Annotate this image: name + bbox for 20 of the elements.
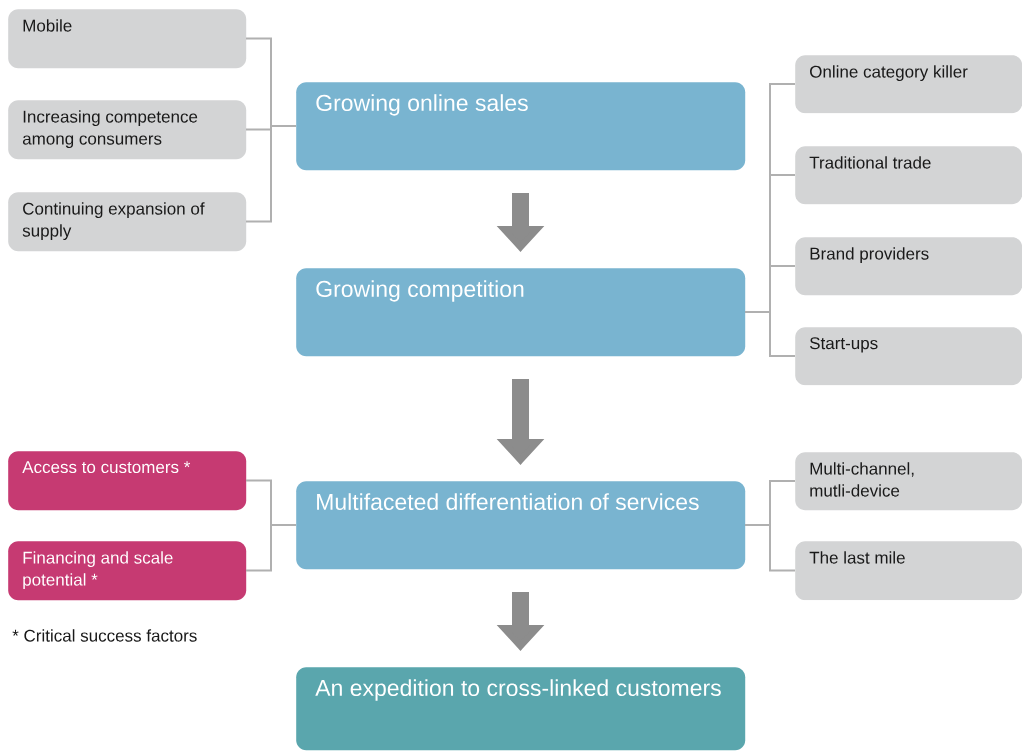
info-box: Increasing competence among consumers bbox=[8, 100, 247, 160]
stage-box: Growing online sales bbox=[296, 82, 746, 171]
info-box: Online category killer bbox=[795, 55, 1022, 114]
result-box: An expedition to cross-linked customers bbox=[296, 667, 746, 751]
info-box: The last mile bbox=[795, 541, 1022, 601]
footnote-text: * Critical success factors bbox=[12, 629, 197, 642]
connector-line bbox=[245, 125, 297, 223]
factor-box: Financing and scale potential * bbox=[8, 541, 247, 601]
connector-line bbox=[744, 524, 796, 572]
info-box: Continuing expansion of supply bbox=[8, 192, 247, 252]
info-box: Brand providers bbox=[795, 237, 1022, 296]
factor-box: Access to customers * bbox=[8, 451, 247, 511]
info-box: Traditional trade bbox=[795, 146, 1022, 205]
stage-box: Multifaceted differentiation of services bbox=[296, 481, 746, 570]
stage-box: Growing competition bbox=[296, 268, 746, 357]
connector-line bbox=[744, 311, 796, 357]
connector-line bbox=[245, 524, 297, 572]
info-box: Multi-channel, mutli-device bbox=[795, 452, 1022, 511]
info-box: Mobile bbox=[8, 9, 247, 69]
info-box: Start-ups bbox=[795, 327, 1022, 386]
